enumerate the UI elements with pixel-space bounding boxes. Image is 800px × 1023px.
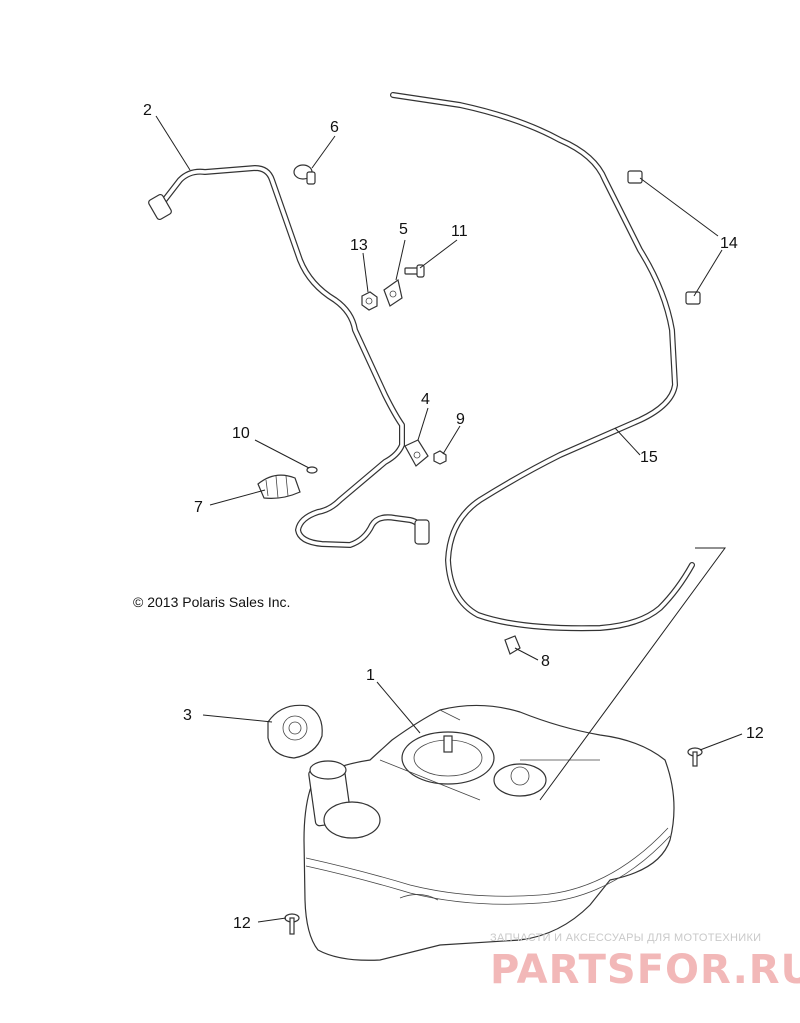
vent-hose-left [148,165,430,548]
nut-13 [361,291,378,311]
callout-10: 10 [232,425,250,442]
screw-12-left [284,913,300,935]
hose-clamp-6 [293,164,316,185]
screw-12-right [687,747,703,767]
watermark-brand: PARTSFOR.RU [490,947,800,993]
callout-15: 15 [640,449,658,466]
callout-5: 5 [399,221,408,238]
nut-9 [433,450,447,465]
washer-10 [306,466,318,474]
callout-13: 13 [350,237,368,254]
vent-hose-right [390,92,695,632]
callout-6: 6 [330,119,339,136]
screw-11 [404,264,425,278]
copyright-notice: © 2013 Polaris Sales Inc. [133,594,290,610]
callout-3: 3 [183,707,192,724]
callout-12-right: 12 [746,725,764,742]
bracket-4 [404,439,429,467]
callout-4: 4 [421,391,430,408]
leader-lines [155,115,743,923]
callout-2: 2 [143,102,152,119]
leader-hose-to-tank [539,547,726,801]
connector-14 [627,170,701,305]
callout-11: 11 [451,223,468,240]
fuel-pump-cover-3 [267,704,323,759]
clip-8 [504,635,521,655]
callout-14: 14 [720,235,738,252]
fuel-tank-1 [303,704,675,961]
bracket-5 [383,278,403,307]
callout-7: 7 [194,499,203,516]
callout-8: 8 [541,653,550,670]
clip-holder-7 [257,474,301,499]
callout-1: 1 [366,667,375,684]
watermark-tagline: ЗАПЧАСТИ И АКСЕССУАРЫ ДЛЯ МОТОТЕХНИКИ [490,932,761,944]
callout-12-left: 12 [233,915,251,932]
callout-9: 9 [456,411,465,428]
